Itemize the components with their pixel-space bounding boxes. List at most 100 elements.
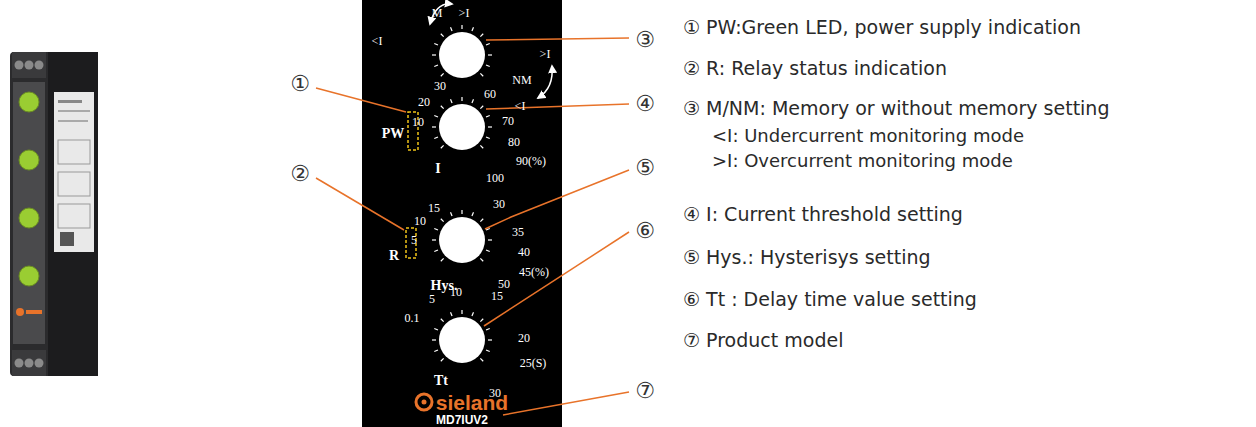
dial-tick [480,34,483,37]
dial-label: 30 [434,80,446,92]
callout-number: ③ [635,28,655,52]
leader-lines [316,38,629,415]
dial-tick [480,145,483,148]
dial-tick [432,126,436,127]
dial-label: <I [515,100,526,112]
dial-tick [486,350,490,352]
dial-tick [486,116,490,118]
dial-tick [488,239,492,240]
dial-tick [480,319,483,322]
dial-tick [472,312,474,316]
dial-label: 20 [418,96,430,108]
dial [19,150,39,170]
label-diagram [58,140,90,164]
dial-tick [488,126,492,127]
key-text: >I: Overcurrent monitoring mode [712,151,1013,171]
side-label [54,92,94,252]
dial-label: >I [540,48,551,60]
key-text: ② R: Relay status indication [683,58,947,79]
dial-knob [439,217,485,263]
dial-label: I [435,162,440,176]
dial-tick [441,106,444,109]
led-box [406,228,416,258]
screw [15,61,24,70]
dial-tick [432,54,436,55]
leader-line [484,232,629,326]
dial-tick [451,27,453,31]
front-panel: M>I<I>INM<IPW10203060708090(%)100IR51015… [362,0,562,427]
dial-tick [461,210,462,214]
dial-tick [461,310,462,314]
callout-number: ① [290,72,310,96]
screw [25,61,34,70]
dial-label: Tt [434,374,448,388]
dial-label: 10 [414,215,426,227]
dial-tick [486,65,490,67]
dial-label: 80 [508,136,520,148]
dial-tick [441,319,444,322]
dial [19,208,39,228]
dial-tick [488,54,492,55]
dial-tick [480,106,483,109]
dial [19,266,39,286]
front-face [13,82,45,344]
logo-mark [26,310,42,314]
logo-icon [422,400,427,405]
callout-number: ⑤ [635,156,655,180]
key-text: ① PW:Green LED, power supply indication [683,17,1081,38]
key-text: ③ M/NM: Memory or without memory setting [683,98,1109,119]
key-text: ⑤ Hys.: Hysterisys setting [683,247,931,268]
dial-label: NM [512,74,531,86]
relay-body [10,52,98,376]
dial-tick [434,229,438,231]
screw [25,359,34,368]
dial-knob [439,32,485,78]
dial-tick [441,358,444,361]
dial-tick [451,312,453,316]
dial-label: 20 [518,332,530,344]
callout-number: ⑥ [635,219,655,243]
dial-label: 15 [428,202,440,214]
dial-label: 100 [486,172,504,184]
mode-arrow [430,4,452,24]
dial-label: 60 [484,88,496,100]
dial-label: R [389,249,399,263]
leader-line [485,170,629,229]
dial-tick [461,97,462,101]
callout-number: ④ [635,92,655,116]
screw [15,359,24,368]
panel-face [362,0,562,427]
dial [19,92,39,112]
key-text: ⑦ Product model [683,330,843,351]
dial-tick [480,219,483,222]
dial-label: 90(%) [516,155,546,167]
dial-label: 5 [411,234,417,246]
screw [35,61,44,70]
dial-label: >I [459,7,470,19]
relay-side [48,52,98,376]
logo-icon [416,394,432,410]
leader-line [486,38,629,40]
dial-tick [486,329,490,331]
dial-label: 25(S) [520,357,547,369]
dial-knob [439,104,485,150]
dial-tick [434,329,438,331]
dial-tick [441,258,444,261]
dial-label: 70 [502,115,514,127]
dial-label: PW [382,127,405,141]
leader-line [486,104,629,109]
key-text: ④ I: Current threshold setting [683,204,963,225]
callout-number: ⑦ [635,379,655,403]
label-diagram [58,204,90,228]
dial-tick [451,212,453,216]
key-text: <I: Undercurrent monitoring mode [712,126,1024,146]
dial-label: 10 [412,116,424,128]
dial-label: 0.1 [405,312,420,324]
label-diagram [58,172,90,196]
dial-tick [480,73,483,76]
dial-label: 30 [493,198,505,210]
product-photo [10,52,98,376]
dial-knob [439,317,485,363]
